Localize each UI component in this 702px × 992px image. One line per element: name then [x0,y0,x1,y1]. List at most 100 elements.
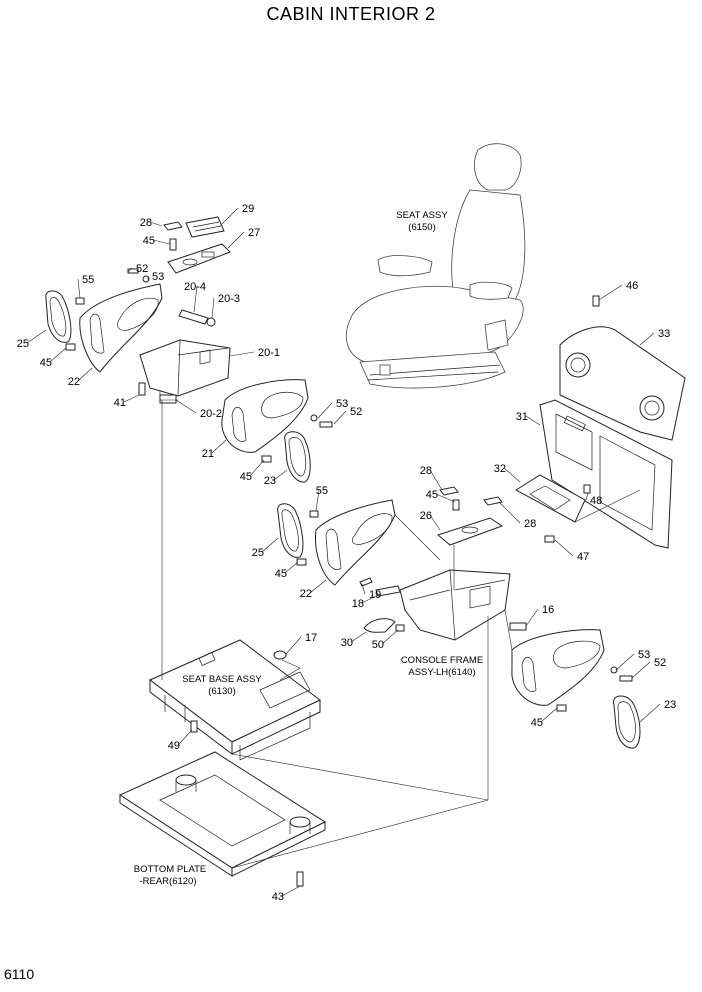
callout-label: 18 [352,598,364,610]
callout-label: 20-4 [184,281,206,293]
callout-label: 25 [252,547,264,559]
callout-label: 41 [114,397,126,409]
callout-label: 28 [420,465,432,477]
seat-base-label-line2: (6130) [208,686,235,697]
callout-20-1: 20-1 [229,347,280,359]
callout-53: 53 [615,649,650,671]
page-number: 6110 [4,966,35,982]
callout-26: 26 [420,510,441,531]
callout-32: 32 [494,463,521,483]
callout-label: 22 [68,376,80,388]
callout-label: 45 [143,235,155,247]
callout-label: 23 [264,475,276,487]
callout-55: 55 [77,274,94,299]
callout-43: 43 [272,885,301,903]
leader-lines [159,390,641,869]
callout-label: 23 [664,699,676,711]
callout-20-3: 20-3 [211,293,240,319]
seat-base-assembly: SEAT BASE ASSY (6130) [149,639,321,761]
console-frame-label-line2: ASSY-LH(6140) [408,667,475,678]
callout-22: 22 [300,579,327,600]
callout-48: 48 [585,492,602,507]
callout-label: 55 [316,485,328,497]
callout-29: 29 [221,203,254,225]
callout-52: 52 [333,406,362,425]
callout-label: 29 [242,203,254,215]
callout-45: 45 [143,235,171,247]
callout-label: 45 [240,471,252,483]
callout-45: 45 [531,707,558,729]
callout-46: 46 [598,280,638,301]
callout-25: 25 [252,537,279,559]
callout-20-4: 20-4 [184,281,206,313]
callout-label: 28 [524,518,536,530]
callout-47: 47 [554,539,589,563]
callout-52: 52 [127,263,148,275]
callout-label: 53 [336,398,348,410]
callout-45: 45 [40,347,67,369]
seat-assy-label-line2: (6150) [408,222,435,233]
console-frame-label-line1: CONSOLE FRAME [401,655,483,666]
callout-label: 45 [40,357,52,369]
callout-label: 52 [136,263,148,275]
seat-assembly-drawing: SEAT ASSY (6150) [345,143,526,389]
callout-label: 17 [305,632,317,644]
callout-label: 33 [658,328,670,340]
callout-label: 26 [420,510,432,522]
page-title: CABIN INTERIOR 2 [266,4,436,24]
callout-53: 53 [317,398,348,419]
callout-label: 49 [168,740,180,752]
callout-20-2: 20-2 [175,399,222,420]
callout-41: 41 [114,394,140,409]
callout-label: 21 [202,448,214,460]
callout-label: 16 [542,604,554,616]
callout-label: 53 [638,649,650,661]
callout-label: 25 [17,338,29,350]
bottom-plate-label-line1: BOTTOM PLATE [134,864,207,875]
callout-label: 20-1 [258,347,280,359]
callout-numbers: 2829274552535520-420-320-120-22545224121… [17,203,677,903]
middle-console-group: CONSOLE FRAME ASSY-LH(6140) [277,486,527,678]
callout-label: 19 [369,589,381,601]
callout-label: 48 [590,495,602,507]
callout-label: 32 [494,463,506,475]
callout-45: 45 [426,489,456,503]
callout-53: 53 [147,271,164,283]
callout-25: 25 [17,329,47,350]
callout-label: 20-2 [200,408,222,420]
callout-23: 23 [639,699,676,723]
callout-28: 28 [499,502,536,530]
callout-label: 22 [300,588,312,600]
callout-21: 21 [202,439,227,460]
callout-45: 45 [275,561,299,580]
callout-27: 27 [227,227,260,249]
callout-22: 22 [68,367,93,388]
callout-label: 30 [341,637,353,649]
callout-16: 16 [525,604,554,627]
callout-label: 52 [654,657,666,669]
callout-31: 31 [516,411,541,426]
callout-label: 55 [82,274,94,286]
callout-49: 49 [168,729,193,752]
callout-label: 50 [372,639,384,651]
callout-label: 43 [272,891,284,903]
callout-30: 30 [341,631,367,649]
callout-label: 45 [426,489,438,501]
seat-base-label-line1: SEAT BASE ASSY [182,674,262,685]
callout-23: 23 [264,469,288,487]
callout-18: 18 [352,593,381,610]
bottom-plate-assembly: BOTTOM PLATE -REAR(6120) [118,751,327,887]
callout-45: 45 [240,459,265,483]
callout-label: 45 [531,717,543,729]
callout-label: 31 [516,411,528,423]
callout-label: 45 [275,568,287,580]
callout-28: 28 [420,465,443,491]
rear-wall-panels [515,295,686,549]
callout-28: 28 [140,217,163,229]
callout-label: 27 [248,227,260,239]
callout-label: 46 [626,280,638,292]
callout-label: 47 [577,551,589,563]
callout-55: 55 [315,485,328,512]
